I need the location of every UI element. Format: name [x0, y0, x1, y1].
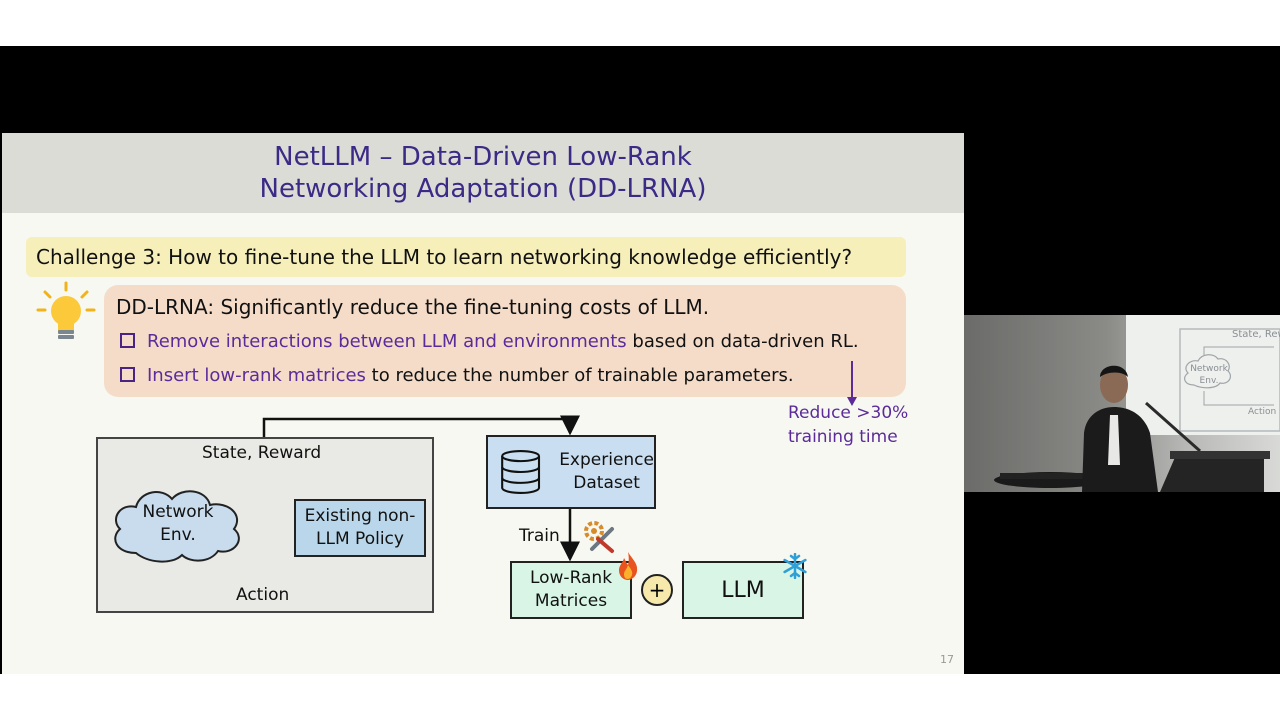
network-env-cloud [114, 490, 240, 563]
plus-operator: + [641, 574, 673, 606]
network-env-label: Network Env. [106, 501, 250, 547]
llm-label: LLM [721, 577, 765, 603]
dataset-line2: Dataset [573, 473, 640, 493]
bottom-bar [0, 674, 1280, 720]
lowrank-line1: Low-Rank [529, 568, 613, 588]
reduce-line1: Reduce >30% [788, 403, 909, 423]
reduce-note: Reduce >30% training time [788, 401, 938, 449]
speaker-figure [994, 365, 1270, 492]
projected-env: Env. [1199, 376, 1219, 386]
top-bar [0, 0, 1280, 46]
slide-title-line2: Networking Adaptation (DD-LRNA) [259, 174, 707, 204]
slide-header [2, 133, 964, 213]
experience-dataset-node: Experience Dataset [486, 435, 656, 509]
snowflake-icon [783, 553, 807, 579]
reduce-arrow [847, 361, 857, 406]
reduce-line2: training time [788, 427, 898, 447]
state-reward-label: State, Reward [202, 443, 322, 463]
dataset-line1: Experience [559, 450, 654, 470]
fire-icon [619, 552, 638, 580]
policy-line1: Existing non- [304, 506, 416, 526]
policy-line2: LLM Policy [316, 529, 404, 549]
projected-screen [1126, 315, 1280, 435]
projected-diagram [1179, 328, 1280, 432]
existing-policy-node: Existing non- LLM Policy [294, 499, 426, 557]
network-env-line1: Network [142, 502, 214, 522]
solution-box: DD-LRNA: Significantly reduce the fine-t… [104, 285, 906, 397]
bullet-item: Remove interactions between LLM and envi… [120, 329, 859, 355]
lowrank-line2: Matrices [534, 591, 608, 611]
low-rank-matrices-node: Low-Rank Matrices [510, 561, 632, 619]
lightbulb-icon [36, 281, 96, 339]
slide-title-line1: NetLLM – Data-Driven Low-Rank [274, 142, 692, 172]
bullet-item: Insert low-rank matrices to reduce the n… [120, 363, 794, 389]
projected-action: Action [1248, 407, 1277, 417]
llm-node: LLM [682, 561, 804, 619]
bullet-highlight: Insert low-rank matrices [147, 365, 366, 386]
challenge-box: Challenge 3: How to fine-tune the LLM to… [26, 237, 906, 277]
presentation-slide: NetLLM – Data-Driven Low-Rank Networking… [2, 133, 964, 674]
slide-title: NetLLM – Data-Driven Low-Rank Networking… [2, 141, 964, 205]
speaker-webcam: State, Rewa Network Env. Action [964, 315, 1280, 492]
action-label: Action [236, 585, 290, 605]
train-label: Train [519, 526, 560, 546]
projected-state-reward: State, Rewa [1232, 329, 1280, 340]
bullet-highlight: Remove interactions between LLM and envi… [147, 331, 627, 352]
challenge-text: Challenge 3: How to fine-tune the LLM to… [36, 245, 853, 269]
bullet-text: to reduce the number of trainable parame… [365, 365, 794, 386]
projected-network-env: Network Env. [1186, 363, 1232, 387]
page-number: 17 [940, 653, 954, 666]
bullet-text: based on data-driven RL. [626, 331, 859, 352]
network-env-line2: Env. [160, 525, 196, 545]
checkbox-bullet-icon [120, 367, 135, 382]
checkbox-bullet-icon [120, 333, 135, 348]
projected-network: Network [1190, 364, 1228, 374]
tools-icon [584, 521, 614, 553]
solution-heading: DD-LRNA: Significantly reduce the fine-t… [116, 295, 710, 319]
database-icon [501, 450, 541, 494]
